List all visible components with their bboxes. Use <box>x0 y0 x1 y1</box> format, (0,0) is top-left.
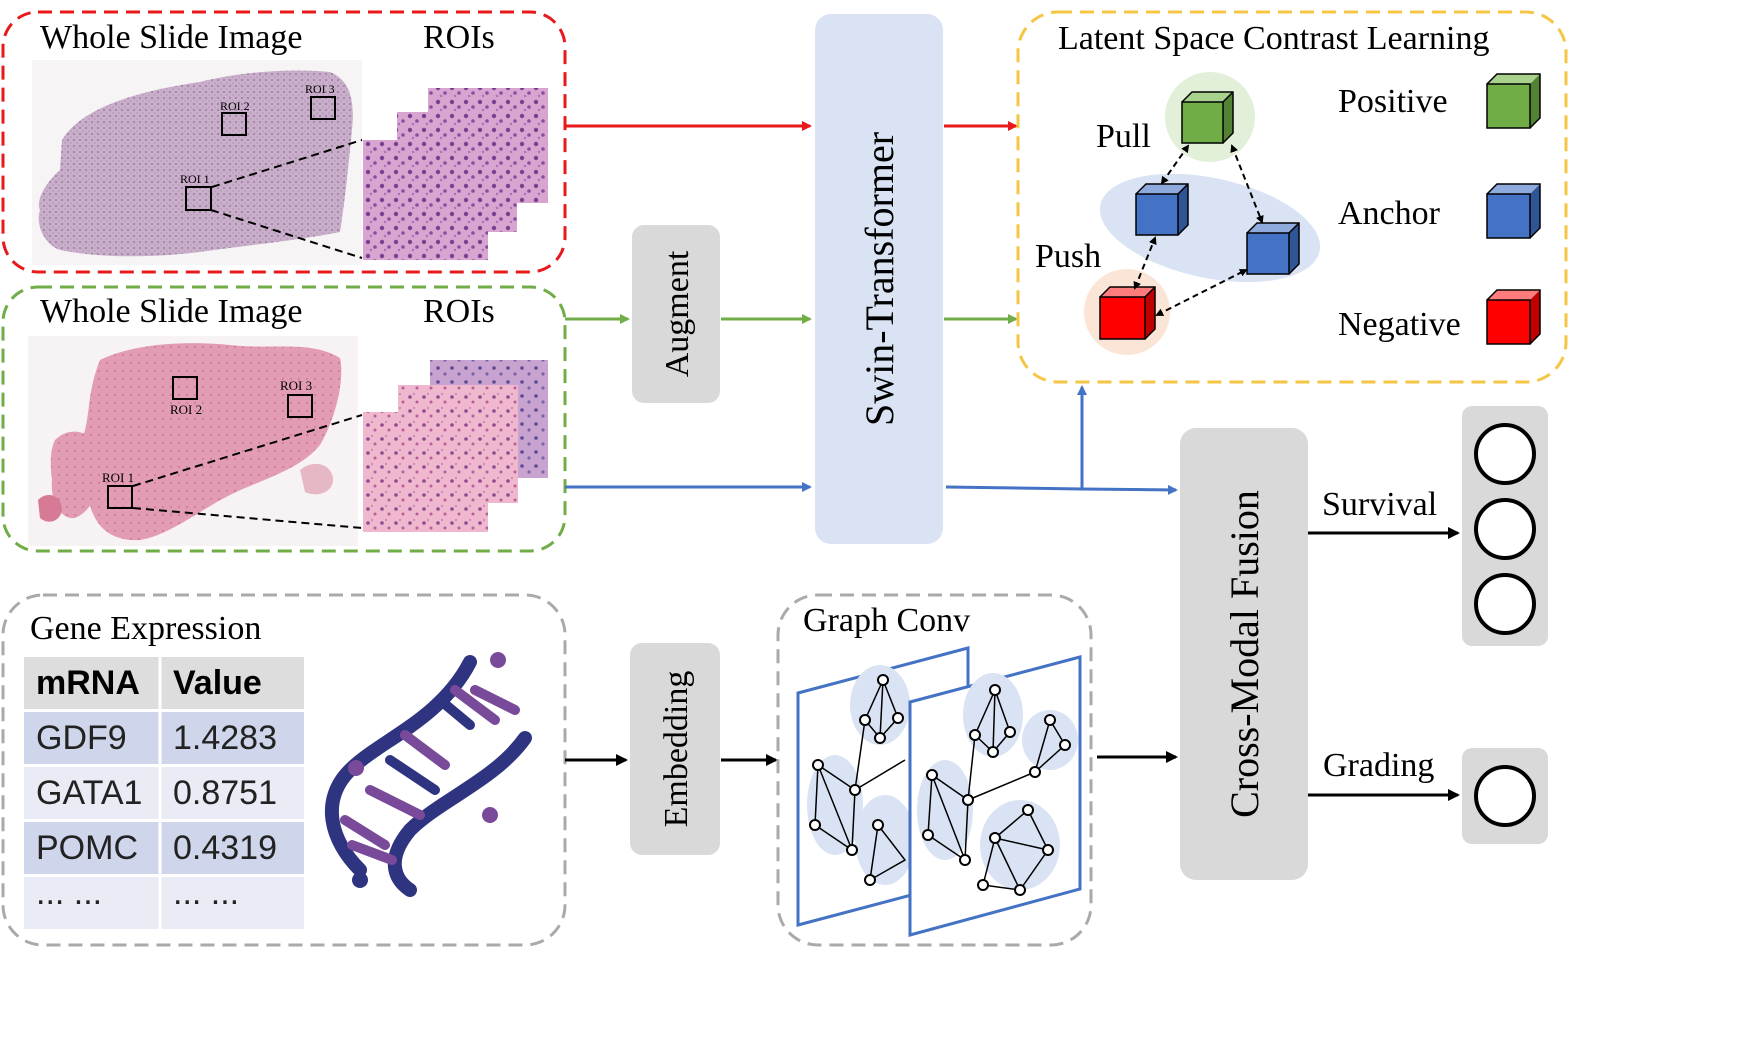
cube-negative <box>1099 286 1156 340</box>
pull-link-2 <box>1230 144 1264 224</box>
survival-node <box>1474 423 1536 485</box>
grading-node <box>1474 765 1536 827</box>
cube-positive <box>1181 91 1234 144</box>
contrast-title: Latent Space Contrast Learning <box>1058 20 1489 57</box>
pull-link-1 <box>1160 144 1190 185</box>
gene-cell: 1.4283 <box>173 719 277 757</box>
wsi-bottom-tissue-small-2 <box>300 463 334 495</box>
roi-tile-top-front <box>363 140 488 260</box>
embedding-block: Embedding <box>630 643 720 855</box>
survival-node <box>1474 573 1536 635</box>
survival-node <box>1474 498 1536 560</box>
zoom-line-top-1 <box>211 139 363 188</box>
augment-block: Augment <box>632 225 720 403</box>
wsi-bottom-roi3-label: ROI 3 <box>280 378 312 393</box>
wsi-top-rois-title: ROIs <box>423 19 495 56</box>
gene-cell: 0.8751 <box>173 774 277 812</box>
push-link-2 <box>1155 269 1248 316</box>
wsi-bottom-roi1-label: ROI 1 <box>102 470 134 485</box>
gene-table-row <box>24 712 304 764</box>
outputs: Survival Grading <box>1308 406 1548 844</box>
push-label: Push <box>1035 238 1101 275</box>
legend-positive-label: Positive <box>1338 83 1448 120</box>
wsi-bottom-roi2-label: ROI 2 <box>170 402 202 417</box>
cube-anchor-2 <box>1246 222 1300 275</box>
wsi-top-roi3-label: ROI 3 <box>305 82 335 96</box>
wsi-top-title: Whole Slide Image <box>40 19 302 56</box>
graph-plane-front <box>908 655 1082 937</box>
grading-label: Grading <box>1323 747 1434 784</box>
roi-tile-bottom-front <box>363 412 488 532</box>
gene-header-value: Value <box>173 664 262 702</box>
legend-anchor-label: Anchor <box>1338 195 1441 232</box>
graph-conv-panel: Graph Conv <box>776 593 1093 947</box>
contrast-panel-border <box>1016 10 1568 384</box>
push-link-1 <box>1133 236 1157 290</box>
gene-cell: ... ... <box>36 874 102 912</box>
gene-table-header-row <box>24 657 304 709</box>
contrast-panel: Latent Space Contrast Learning <box>1016 10 1568 384</box>
pull-label: Pull <box>1096 118 1151 155</box>
wsi-bottom-title: Whole Slide Image <box>40 293 302 330</box>
fusion-block: Cross-Modal Fusion <box>1180 428 1308 880</box>
legend-positive-cube <box>1486 73 1541 129</box>
wsi-bottom-roi1-box <box>107 485 133 509</box>
zoom-line-bottom-1 <box>132 414 363 487</box>
wsi-panel-bottom: Whole Slide Image ROIs ROI 2 ROI 3 ROI 1 <box>1 285 567 553</box>
embedding-label: Embedding <box>658 671 695 828</box>
wsi-panel-bottom-border <box>1 285 567 553</box>
wsi-panel-top-border <box>1 10 567 274</box>
wsi-top-tissue <box>38 70 353 257</box>
wsi-top-roi3-box <box>310 96 336 120</box>
wsi-bottom-tissue-small <box>38 495 62 522</box>
augment-box <box>632 225 720 403</box>
graph-conv-border <box>776 593 1093 947</box>
gene-table-row <box>24 877 304 929</box>
gene-cell: ... ... <box>173 874 239 912</box>
wsi-top-roi2-box <box>221 112 247 136</box>
wsi-bottom-tissue-main <box>79 343 342 541</box>
legend-negative-cube <box>1486 289 1541 345</box>
gene-header-mrna: mRNA <box>36 664 140 702</box>
gene-cell: GATA1 <box>36 774 142 812</box>
gene-table-row <box>24 767 304 819</box>
augment-label: Augment <box>659 250 696 377</box>
wsi-top-roi2-label: ROI 2 <box>220 99 250 113</box>
embedding-box <box>630 643 720 855</box>
gene-cell: POMC <box>36 829 138 867</box>
gene-table: mRNA Value GDF9 1.4283 GATA1 0.8751 POMC… <box>24 657 304 929</box>
graph-conv-title: Graph Conv <box>803 602 970 639</box>
gene-panel: Gene Expression mRNA Value GDF9 1.4283 G… <box>1 593 567 947</box>
cube-anchor-1 <box>1135 183 1189 236</box>
wsi-bottom-tissue-left <box>50 431 102 519</box>
wsi-bottom-roi2-box <box>172 376 198 400</box>
legend-negative-label: Negative <box>1338 306 1461 343</box>
wsi-bottom-roi3-box <box>287 394 313 418</box>
swin-transformer-block: Swin-Transformer <box>815 14 943 544</box>
fusion-label: Cross-Modal Fusion <box>1222 490 1267 818</box>
swin-label: Swin-Transformer <box>857 132 902 426</box>
wsi-top-roi1-label: ROI 1 <box>180 172 210 186</box>
wsi-panel-top: Whole Slide Image ROIs ROI 2 ROI 3 ROI 1 <box>1 10 567 274</box>
gene-cell: 0.4319 <box>173 829 277 867</box>
gene-table-row <box>24 822 304 874</box>
gene-title: Gene Expression <box>30 610 261 647</box>
swin-box <box>815 14 943 544</box>
arrow-blue-to-fusion <box>945 484 1178 495</box>
image-flow-arrows <box>565 121 1178 495</box>
fusion-box <box>1180 428 1308 880</box>
legend-anchor-cube <box>1486 183 1541 239</box>
wsi-bottom-rois-title: ROIs <box>423 293 495 330</box>
wsi-top-roi1-box <box>185 186 212 211</box>
gene-cell: GDF9 <box>36 719 127 757</box>
dna-icon <box>324 652 532 897</box>
survival-label: Survival <box>1322 486 1437 523</box>
zoom-line-top-2 <box>210 209 363 259</box>
